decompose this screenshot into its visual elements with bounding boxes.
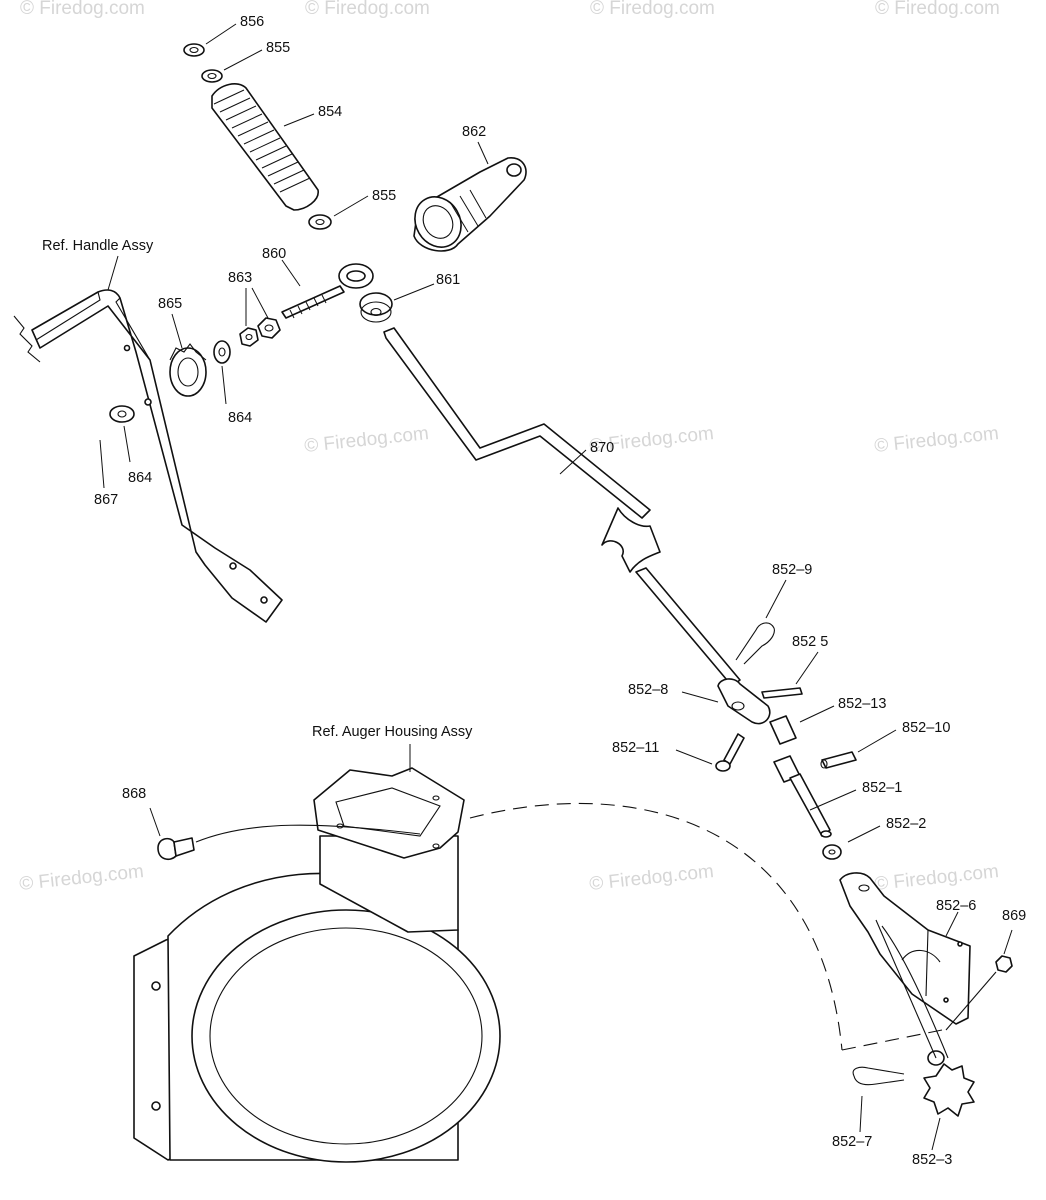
shaft-852-1 (773, 755, 832, 838)
part-label: 869 (1002, 908, 1026, 924)
watermark-text: © Firedog.com (18, 861, 144, 895)
clevis-852-8 (717, 678, 771, 725)
bushing-861 (359, 292, 393, 323)
part-label: 865 (158, 296, 182, 312)
part-label: 852–11 (612, 740, 659, 756)
hairpin-852-9 (735, 622, 775, 665)
watermark-text: © Firedog.com (303, 423, 429, 457)
block-852-13 (769, 715, 797, 745)
bolt-867 (144, 398, 152, 406)
knob-862 (413, 157, 527, 252)
watermark-text: © Firedog.com (590, 0, 715, 19)
part-label: 861 (436, 272, 460, 288)
bolt-852-11 (715, 733, 745, 772)
bolt-868 (157, 837, 195, 861)
washer-855-top (201, 69, 223, 83)
hairpin-852-7 (852, 1066, 905, 1086)
part-label: 864 (128, 470, 152, 486)
part-number-labels: 856 855 854 862 855 860 863 865 861 864 … (94, 14, 1026, 1168)
pin-852-5 (761, 687, 803, 699)
part-label: 863 (228, 270, 252, 286)
auger-housing (133, 767, 501, 1163)
part-label: 852–6 (936, 898, 976, 914)
watermark-text: © Firedog.com (20, 0, 145, 19)
washer-864-b (109, 405, 135, 423)
part-label: 860 (262, 246, 286, 262)
part-label: 852–2 (886, 816, 926, 832)
part-label: 856 (240, 14, 264, 30)
part-label: 864 (228, 410, 252, 426)
part-label: 852 5 (792, 634, 828, 650)
part-label: 862 (462, 124, 486, 140)
part-label: 852–9 (772, 562, 812, 578)
nuts-863 (239, 317, 281, 347)
nut-856 (183, 43, 205, 57)
ref-handle-assy-label: Ref. Handle Assy (42, 238, 154, 254)
washer-864-a (213, 340, 231, 364)
part-label: 852–7 (832, 1134, 872, 1150)
part-label: 855 (266, 40, 290, 56)
part-label: 868 (122, 786, 146, 802)
part-label: 867 (94, 492, 118, 508)
rollpin-852-10 (820, 751, 857, 769)
watermark-text: © Firedog.com (873, 423, 999, 457)
watermark-text: © Firedog.com (875, 0, 1000, 19)
washer-852-2 (822, 844, 842, 860)
pinion-852-3 (923, 1050, 975, 1117)
handle-assembly (13, 289, 283, 623)
part-label: 852–8 (628, 682, 668, 698)
rod-870 (383, 327, 741, 687)
part-label: 854 (318, 104, 342, 120)
part-label: 852–13 (838, 696, 886, 712)
grip-854 (211, 83, 319, 211)
watermark-text: © Firedog.com (873, 861, 999, 895)
bracket-852-6 (839, 872, 971, 1025)
part-label: 870 (590, 440, 614, 456)
part-label: 852–10 (902, 720, 950, 736)
part-label: 852–1 (862, 780, 902, 796)
washer-855-mid (308, 214, 332, 230)
nut-869 (995, 955, 1013, 973)
eyebolt-860 (281, 263, 374, 319)
watermark-text: © Firedog.com (305, 0, 430, 19)
leader-lines (99, 23, 1013, 1151)
watermark-text: © Firedog.com (588, 861, 714, 895)
part-label: 855 (372, 188, 396, 204)
ref-auger-housing-assy-label: Ref. Auger Housing Assy (312, 724, 473, 740)
ratchet-865 (169, 343, 207, 397)
part-label: 852–3 (912, 1152, 952, 1168)
